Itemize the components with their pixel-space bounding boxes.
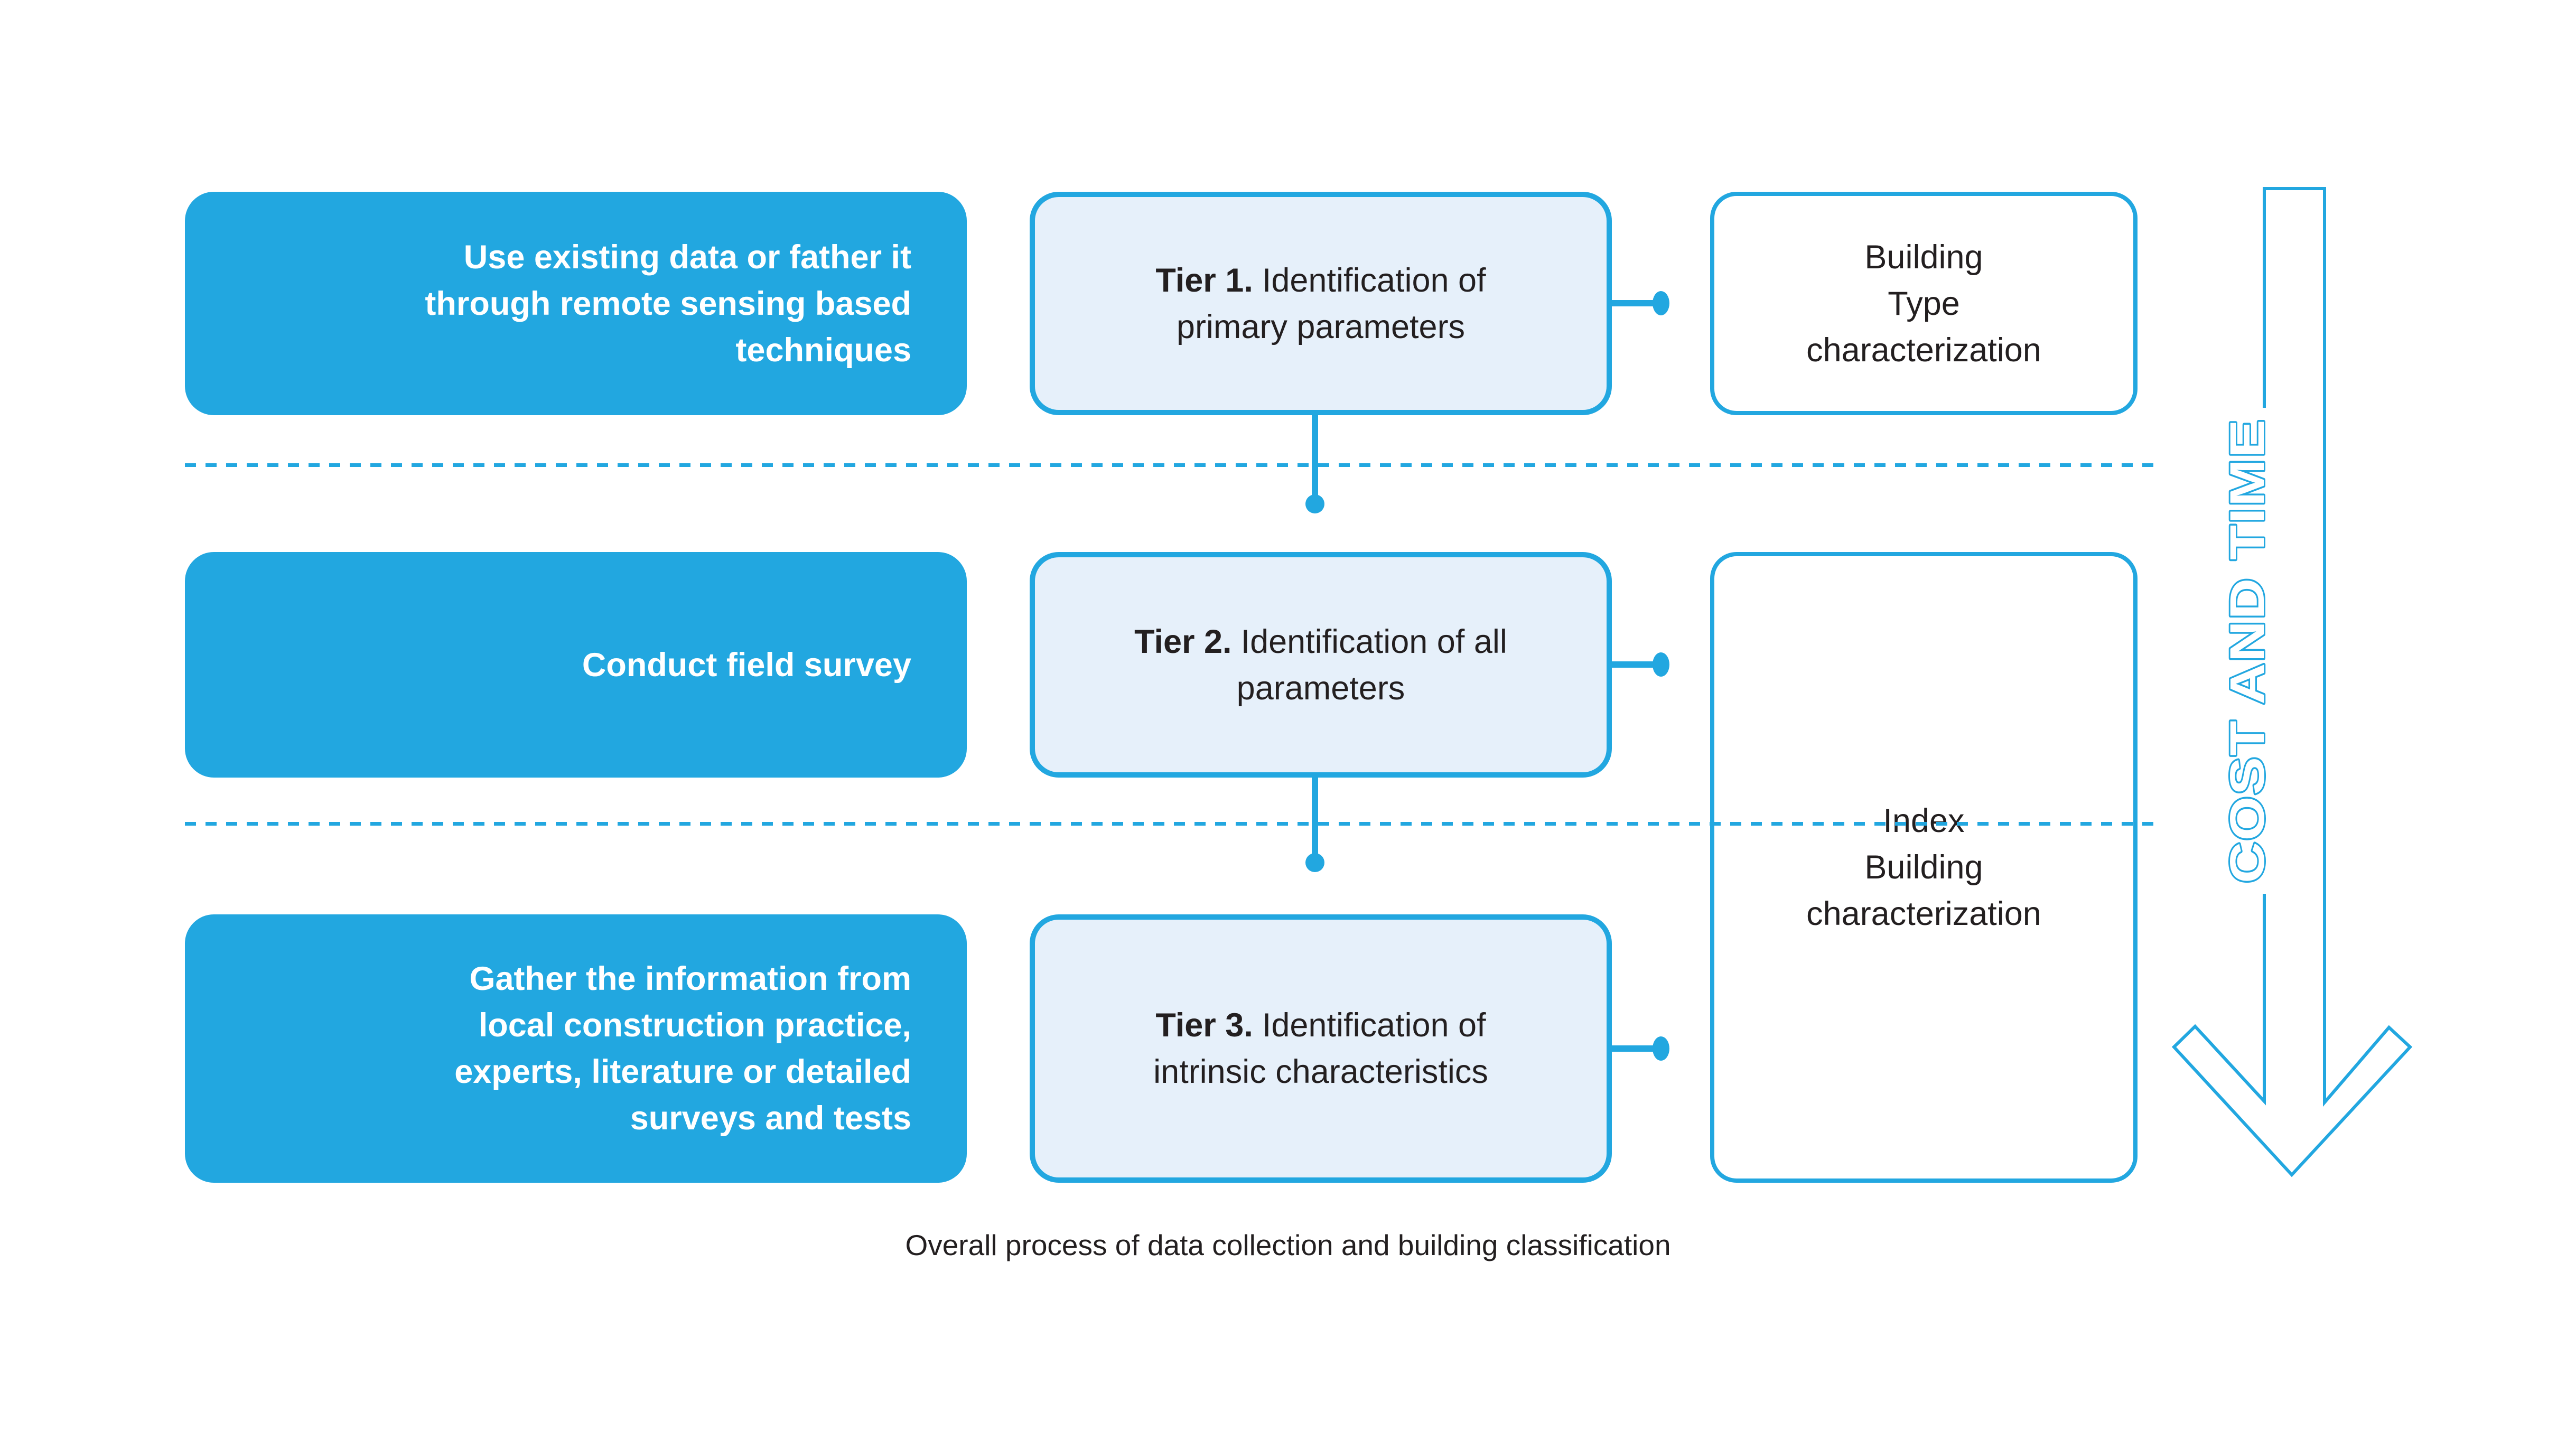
connector-tier3-output [1612, 1045, 1655, 1052]
index-building-label: Index Building characterization [1806, 802, 2041, 932]
down-arrow-icon [2171, 187, 2413, 1177]
building-type-label: Building Type characterization [1806, 238, 2041, 369]
tier3-line2: intrinsic characteristics [1153, 1053, 1488, 1090]
connector-tier2-tier3 [1312, 778, 1318, 856]
arrow-label: COST AND TIME [2220, 418, 2274, 883]
cost-time-arrow: COST AND TIME [2171, 187, 2413, 1177]
connector-dot [1653, 291, 1669, 315]
tier2-line1: Identification of all [1240, 623, 1507, 660]
tier1-label: Tier 1.Identification of primary paramet… [1155, 257, 1486, 350]
connector-tier1-output [1612, 300, 1655, 306]
tier3-line1: Identification of [1262, 1007, 1486, 1044]
tier3-label: Tier 3.Identification of intrinsic chara… [1153, 1002, 1488, 1095]
tier2-line2: parameters [1236, 669, 1405, 707]
arrow-label-backing [2258, 408, 2271, 894]
tier1-line2: primary parameters [1176, 308, 1466, 345]
tier2-prefix: Tier 2. [1134, 623, 1232, 660]
connector-dot [1305, 853, 1324, 872]
dashed-divider-1 [185, 463, 2161, 467]
dashed-divider-2 [185, 822, 2161, 826]
tier1-box: Tier 1.Identification of primary paramet… [1030, 192, 1612, 415]
connector-dot [1305, 494, 1324, 513]
tier2-label: Tier 2.Identification of all parameters [1134, 619, 1507, 712]
tier3-box: Tier 3.Identification of intrinsic chara… [1030, 914, 1612, 1183]
index-building-box: Index Building characterization [1710, 552, 2138, 1183]
building-type-box: Building Type characterization [1710, 192, 2138, 415]
tier1-prefix: Tier 1. [1155, 261, 1253, 299]
method-box-label: Conduct field survey [582, 646, 911, 684]
tier2-box: Tier 2.Identification of all parameters [1030, 552, 1612, 778]
connector-dot [1653, 652, 1669, 677]
figure-caption: Overall process of data collection and b… [905, 1229, 1671, 1261]
tier3-prefix: Tier 3. [1155, 1007, 1253, 1044]
connector-tier1-tier2 [1312, 415, 1318, 497]
method-box-label: Use existing data or father it through r… [425, 238, 911, 369]
method-box-field-survey: Conduct field survey [185, 552, 967, 778]
method-box-label: Gather the information from local constr… [454, 960, 911, 1137]
tier1-line1: Identification of [1262, 261, 1486, 299]
method-box-local-practice: Gather the information from local constr… [185, 914, 967, 1183]
connector-dot [1653, 1036, 1669, 1061]
connector-tier2-output [1612, 661, 1655, 668]
method-box-existing-data: Use existing data or father it through r… [185, 192, 967, 415]
